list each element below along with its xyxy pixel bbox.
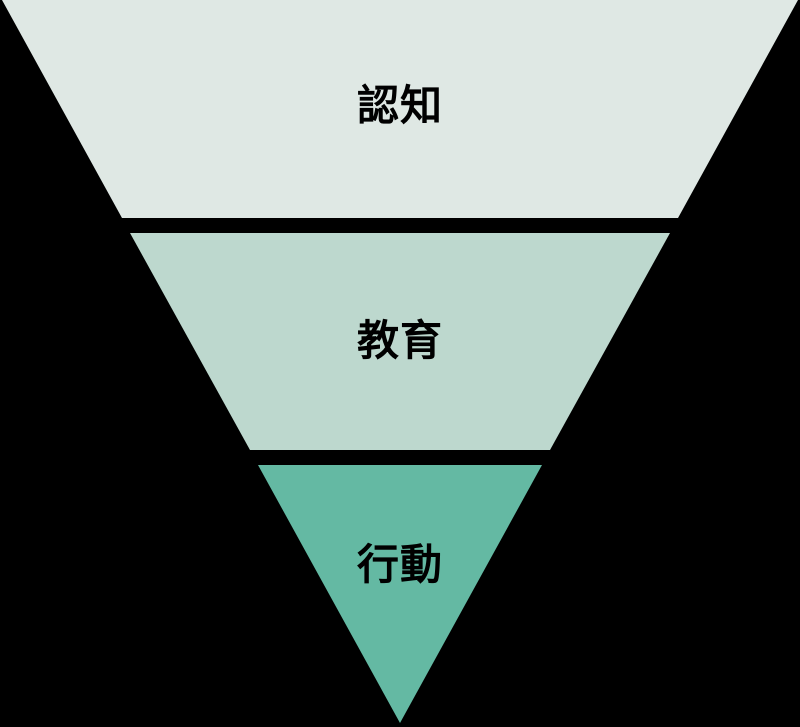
funnel-label-awareness: 認知 <box>356 81 443 130</box>
funnel-label-education: 教育 <box>356 316 443 365</box>
funnel-label-action: 行動 <box>356 540 443 589</box>
